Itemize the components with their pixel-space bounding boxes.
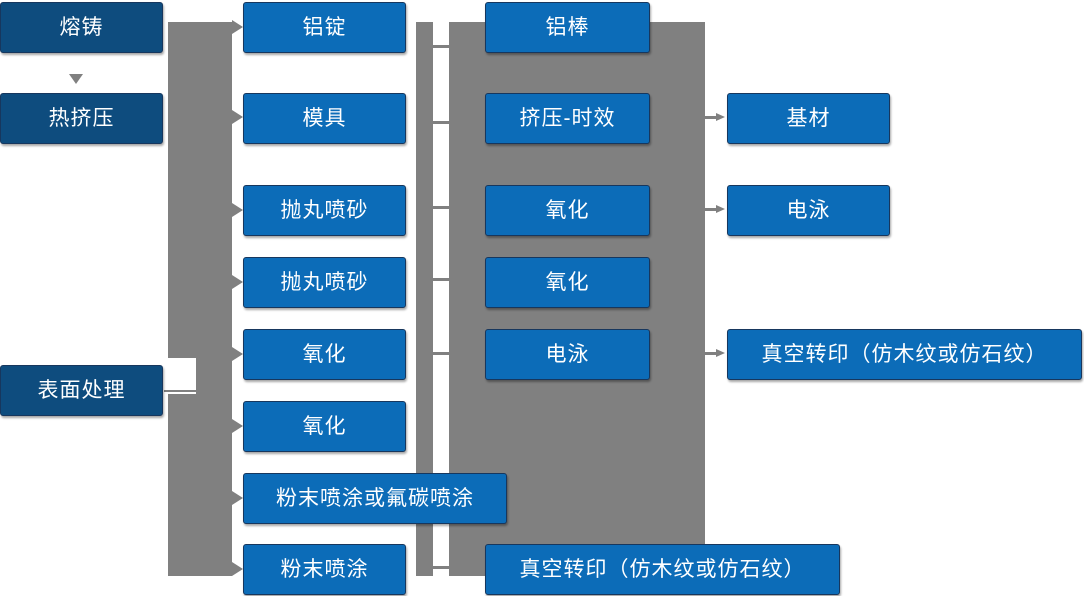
spine-tick-2	[433, 121, 450, 124]
arrow-shaft	[703, 352, 717, 355]
output-box-base-material[interactable]: 基材	[727, 93, 890, 144]
feeder-arrow-7	[232, 491, 243, 505]
stage-box-surface-treatment[interactable]: 表面处理	[0, 365, 163, 416]
output-arrow-3	[703, 349, 725, 358]
spine-tick-4	[433, 278, 450, 281]
spine-tick-1	[433, 45, 450, 48]
feeder-arrow-1	[232, 20, 243, 34]
input-box-oxidation-2[interactable]: 氧化	[243, 401, 406, 452]
spine-tick-5	[433, 352, 450, 355]
input-box-aluminum-ingot[interactable]: 铝锭	[243, 2, 406, 53]
arrow-head-icon	[716, 113, 725, 121]
process-box-vacuum-transfer-printing[interactable]: 真空转印（仿木纹或仿石纹）	[485, 544, 840, 595]
output-box-vacuum-transfer-printing[interactable]: 真空转印（仿木纹或仿石纹）	[727, 329, 1082, 380]
stage-box-hot-extrusion[interactable]: 热挤压	[0, 93, 163, 144]
arrow-shaft	[703, 208, 717, 211]
arrow-head-icon	[716, 205, 725, 213]
feeder-arrow-2	[232, 110, 243, 124]
input-box-shot-blasting-2[interactable]: 抛丸喷砂	[243, 257, 406, 308]
feeder-panel-notch	[168, 358, 196, 394]
feeder-arrow-6	[232, 419, 243, 433]
feeder-arrow-8	[232, 562, 243, 576]
process-box-oxidation-1[interactable]: 氧化	[485, 185, 650, 236]
process-box-oxidation-2[interactable]: 氧化	[485, 257, 650, 308]
output-arrow-1	[703, 113, 725, 122]
process-box-extrusion-aging[interactable]: 挤压-时效	[485, 93, 650, 144]
feeder-arrow-5	[232, 347, 243, 361]
input-box-mold[interactable]: 模具	[243, 93, 406, 144]
process-box-aluminum-bar[interactable]: 铝棒	[485, 2, 650, 53]
input-box-shot-blasting-1[interactable]: 抛丸喷砂	[243, 185, 406, 236]
surface-treatment-link	[164, 390, 198, 392]
feeder-panel-left	[168, 22, 232, 576]
stage-box-melting[interactable]: 熔铸	[0, 2, 163, 53]
arrow-shaft	[703, 116, 717, 119]
spine-tick-6	[433, 566, 450, 569]
stage-down-arrow-icon	[69, 74, 83, 84]
output-box-electrophoresis[interactable]: 电泳	[727, 185, 890, 236]
process-spine	[416, 22, 433, 576]
arrow-head-icon	[716, 349, 725, 357]
feeder-arrow-3	[232, 203, 243, 217]
input-box-powder-or-fluorocarbon-coating[interactable]: 粉末喷涂或氟碳喷涂	[243, 473, 507, 524]
feeder-arrow-4	[232, 275, 243, 289]
process-box-electrophoresis[interactable]: 电泳	[485, 329, 650, 380]
input-box-oxidation-1[interactable]: 氧化	[243, 329, 406, 380]
spine-tick-3	[433, 206, 450, 209]
input-box-powder-coating[interactable]: 粉末喷涂	[243, 544, 406, 595]
output-arrow-2	[703, 205, 725, 214]
